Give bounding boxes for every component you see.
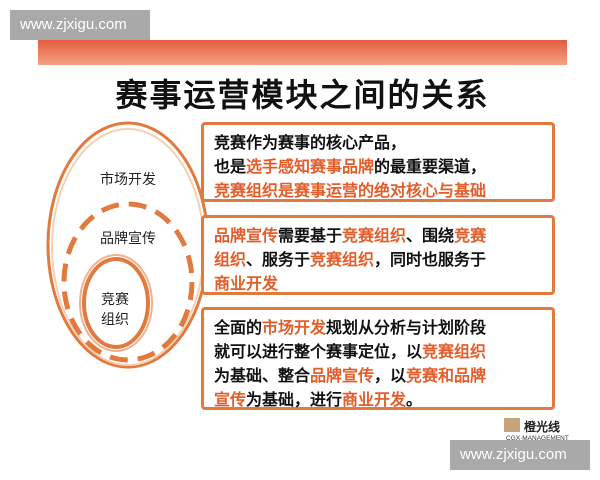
box3-line3: 为基础、整合品牌宣传，以竞赛和品牌 bbox=[214, 366, 487, 385]
box1-line2: 也是选手感知赛事品牌的最重要渠道， bbox=[214, 157, 487, 176]
watermark-bottom: www.zjxigu.com bbox=[450, 440, 590, 470]
box1-line3: 竞赛组织是赛事运营的绝对核心与基础 bbox=[214, 181, 487, 200]
box1-line1: 竞赛作为赛事的核心产品， bbox=[214, 133, 407, 152]
box3-line1: 全面的市场开发规划从分析与计划阶段 bbox=[214, 318, 487, 337]
box3-line4: 宣传为基础，进行商业开发。 bbox=[214, 390, 423, 409]
logo-cn-text: 橙光线 bbox=[524, 420, 561, 434]
slide-title: 赛事运营模块之间的关系 bbox=[115, 76, 490, 114]
logo-mark-icon bbox=[504, 418, 520, 432]
ring-label-market: 市场开发 bbox=[100, 172, 156, 188]
nested-rings-diagram bbox=[46, 121, 208, 369]
box2-line3: 商业开发 bbox=[214, 274, 279, 293]
company-logo: 橙光线 CGX·MANAGEMENT bbox=[504, 418, 569, 448]
logo-en-text: CGX·MANAGEMENT bbox=[506, 435, 569, 442]
box2-line2: 组织、服务于竞赛组织，同时也服务于 bbox=[214, 250, 487, 269]
watermark-top: www.zjxigu.com bbox=[10, 10, 150, 40]
ring-label-competition-line1: 竞赛 bbox=[101, 292, 129, 308]
ring-label-competition: 竞赛 组织 bbox=[90, 290, 140, 330]
ring-label-competition-line2: 组织 bbox=[101, 312, 129, 328]
slide: 赛事运营模块之间的关系 市场开发 品牌宣传 竞赛 组织 竞赛作为赛事的核心产品，… bbox=[38, 40, 569, 448]
inner-ring bbox=[82, 257, 150, 349]
text-box-competition: 竞赛作为赛事的核心产品， 也是选手感知赛事品牌的最重要渠道， 竞赛组织是赛事运营… bbox=[198, 119, 558, 205]
text-box-brand: 品牌宣传需要基于竞赛组织、围绕竞赛 组织、服务于竞赛组织，同时也服务于 商业开发 bbox=[198, 212, 558, 298]
inner-ring-glow bbox=[79, 254, 153, 352]
box3-line2: 就可以进行整个赛事定位，以竞赛组织 bbox=[214, 342, 487, 361]
text-box-market: 全面的市场开发规划从分析与计划阶段 就可以进行整个赛事定位，以竞赛组织 为基础、… bbox=[198, 304, 558, 413]
middle-ring-dashed bbox=[61, 201, 195, 363]
outer-ring bbox=[46, 121, 208, 369]
ring-label-brand: 品牌宣传 bbox=[100, 231, 156, 247]
top-band bbox=[38, 40, 567, 65]
box2-line1: 品牌宣传需要基于竞赛组织、围绕竞赛 bbox=[214, 226, 487, 245]
